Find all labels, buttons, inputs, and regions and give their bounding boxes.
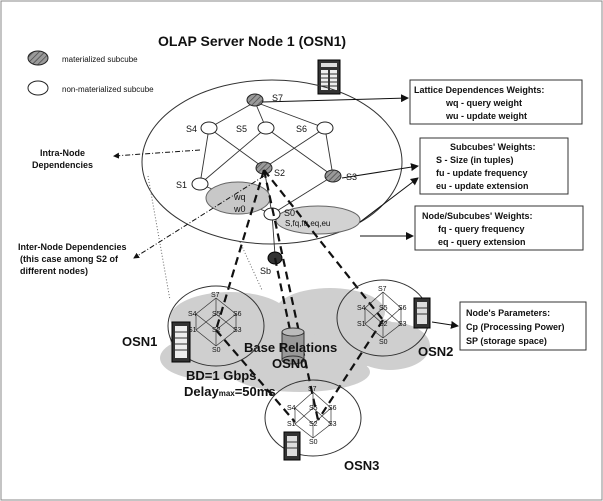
edge-label-w0: w0 xyxy=(233,204,246,214)
legend-materialized-label: materialized subcube xyxy=(62,55,138,64)
svg-text:Node/Subcubes' Weights:: Node/Subcubes' Weights: xyxy=(422,211,532,221)
svg-text:wu - update weight: wu - update weight xyxy=(445,111,527,121)
arrow-intra-node xyxy=(113,149,201,159)
callout-node-params: Node's Parameters: Cp (Processing Power)… xyxy=(459,301,587,351)
svg-text:S4: S4 xyxy=(188,311,197,318)
edge-label-wq: wq xyxy=(233,192,246,202)
legend-materialized-symbol xyxy=(27,50,49,66)
svg-text:S6: S6 xyxy=(233,311,242,318)
server-icon-osn3 xyxy=(283,431,301,461)
svg-text:S7: S7 xyxy=(308,386,317,393)
svg-text:S2: S2 xyxy=(379,321,388,328)
projection-line-right xyxy=(239,241,263,291)
svg-text:eq - query extension: eq - query extension xyxy=(438,237,526,247)
subcube-s7 xyxy=(246,93,264,107)
label-sb: Sb xyxy=(260,266,271,276)
subcube-s6 xyxy=(316,121,334,135)
label-s5: S5 xyxy=(236,124,247,134)
base-relations-label: Base Relations xyxy=(244,340,337,355)
svg-text:S4: S4 xyxy=(357,305,366,312)
svg-text:Cp (Processing Power): Cp (Processing Power) xyxy=(466,322,565,332)
svg-text:S2: S2 xyxy=(309,421,318,428)
svg-text:SP (storage space): SP (storage space) xyxy=(466,336,547,346)
inter-node-label-line1: Inter-Node Dependencies xyxy=(18,242,127,252)
svg-text:S3: S3 xyxy=(328,421,337,428)
svg-text:S6: S6 xyxy=(398,305,407,312)
delay-label: Delaymax=50ms xyxy=(184,384,276,399)
svg-text:S - Size (in tuples): S - Size (in tuples) xyxy=(436,155,514,165)
server-icon-osn1 xyxy=(171,321,191,363)
osn2-label: OSN2 xyxy=(418,344,453,359)
svg-text:S5: S5 xyxy=(379,305,388,312)
svg-text:S7: S7 xyxy=(211,292,220,299)
osn1-node-boundary xyxy=(141,79,403,245)
label-s0: S0 xyxy=(284,208,295,218)
arrow-node-params xyxy=(431,320,459,329)
svg-text:fu - update frequency: fu - update frequency xyxy=(436,168,528,178)
osn0-label: OSN0 xyxy=(272,356,307,371)
svg-text:Lattice Dependences Weights:: Lattice Dependences Weights: xyxy=(414,85,544,95)
network-cloud xyxy=(160,288,430,392)
svg-text:S0: S0 xyxy=(379,339,388,346)
svg-text:S0: S0 xyxy=(309,439,318,446)
label-s1: S1 xyxy=(176,180,187,190)
svg-text:S2: S2 xyxy=(212,327,221,334)
label-s4: S4 xyxy=(186,124,197,134)
callout-lattice: Lattice Dependences Weights: wq - query … xyxy=(409,79,583,125)
svg-text:S6: S6 xyxy=(328,405,337,412)
svg-text:eu - update extension: eu - update extension xyxy=(436,181,529,191)
legend-non-materialized-label: non-materialized subcube xyxy=(62,85,154,94)
osn1-label: OSN1 xyxy=(122,334,157,349)
server-icon-osn2 xyxy=(413,297,431,329)
arrow-s0-subcubes xyxy=(359,177,419,223)
arrow-lattice xyxy=(261,94,409,103)
svg-text:S5: S5 xyxy=(309,405,318,412)
svg-text:wq - query weight: wq - query weight xyxy=(445,98,522,108)
server-icon-osn1-main xyxy=(317,59,341,95)
label-s7: S7 xyxy=(272,93,283,103)
legend: materialized subcube non-materialized su… xyxy=(27,50,154,96)
svg-text:S3: S3 xyxy=(233,327,242,334)
label-s2: S2 xyxy=(274,168,285,178)
svg-text:fq - query frequency: fq - query frequency xyxy=(438,224,525,234)
svg-text:Subcubes' Weights:: Subcubes' Weights: xyxy=(450,142,535,152)
arrow-subcubes xyxy=(341,163,419,179)
callout-subcubes: Subcubes' Weights: S - Size (in tuples) … xyxy=(419,137,569,195)
svg-text:S1: S1 xyxy=(287,421,296,428)
projection-line-left xyxy=(147,175,171,301)
callout-node-subcubes: Node/Subcubes' Weights: fq - query frequ… xyxy=(414,205,584,251)
base-relations-db-icon xyxy=(281,327,305,365)
subcube-s3 xyxy=(324,169,342,183)
svg-text:S0: S0 xyxy=(212,347,221,354)
inter-node-label-line2: (this case among S2 of xyxy=(20,254,119,264)
svg-text:S1: S1 xyxy=(188,327,197,334)
svg-text:S5: S5 xyxy=(212,311,221,318)
inter-node-label-line3: different nodes) xyxy=(20,266,88,276)
legend-non-materialized-symbol xyxy=(27,80,49,96)
svg-text:S3: S3 xyxy=(398,321,407,328)
osn3-label: OSN3 xyxy=(344,458,379,473)
svg-text:S4: S4 xyxy=(287,405,296,412)
subcube-s0 xyxy=(263,207,281,221)
svg-text:S7: S7 xyxy=(378,286,387,293)
label-s6: S6 xyxy=(296,124,307,134)
subcube-s5 xyxy=(257,121,275,135)
intra-node-label-line1: Intra-Node xyxy=(40,148,85,158)
diagram-title: OLAP Server Node 1 (OSN1) xyxy=(158,33,346,49)
mini-lattice-osn1: S7 S4 S5 S6 S1 S2 S3 S0 xyxy=(167,285,265,367)
svg-text:S1: S1 xyxy=(357,321,366,328)
inter-node-links xyxy=(214,169,384,423)
intra-node-label-line2: Dependencies xyxy=(32,160,93,170)
subcube-s1 xyxy=(191,177,209,191)
mini-lattice-osn3: S7 S4 S5 S6 S1 S2 S3 S0 xyxy=(264,379,362,457)
svg-text:Node's Parameters:: Node's Parameters: xyxy=(466,308,550,318)
subcube-s4 xyxy=(200,121,218,135)
bandwidth-label: BD=1 Gbps xyxy=(186,368,256,383)
